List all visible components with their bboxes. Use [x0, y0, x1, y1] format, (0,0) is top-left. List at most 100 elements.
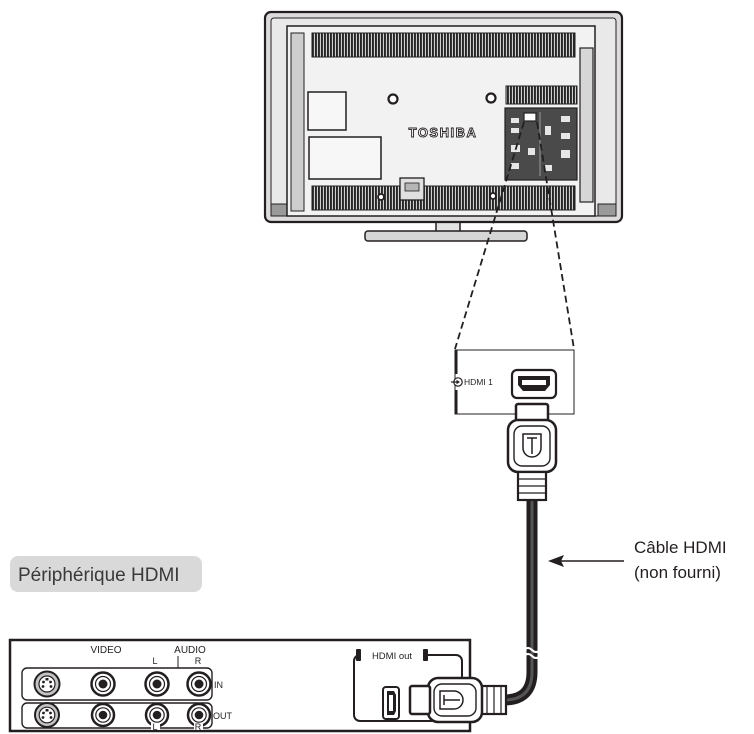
- hdmi-port-slot: [522, 380, 546, 385]
- plug-body-inner: [513, 425, 551, 467]
- s-video-pin: [49, 685, 53, 688]
- tv-bottom-vent: [311, 185, 576, 211]
- s-video-pin: [49, 716, 53, 719]
- tv-connector-port: [545, 126, 551, 135]
- audio-left-in-jack-icon: [144, 671, 170, 697]
- label-notch: [194, 723, 203, 730]
- hdmi-out-label: HDMI out: [372, 651, 412, 662]
- cable-wire: [503, 500, 538, 706]
- tv-connector-port: [511, 163, 519, 169]
- audio-label: AUDIO: [174, 645, 206, 656]
- cable-label-line1: Câble HDMI: [634, 538, 727, 557]
- tv-connector-panel: [504, 107, 578, 181]
- wall-mount-screw-icon: [387, 93, 399, 105]
- tv-left-strip: [290, 32, 305, 212]
- tv-top-vent: [311, 32, 576, 58]
- hdmi-out-label-bracket-right: [423, 649, 428, 661]
- tv-connector-port: [545, 165, 552, 171]
- out-label: OUT: [213, 711, 233, 721]
- input-icon-arrowhead: [456, 379, 460, 385]
- hdmi-out-label-bg: [360, 648, 424, 661]
- s-video-key: [45, 709, 49, 712]
- video-out-jack-icon: [90, 702, 116, 728]
- tv-stand-bracket: [399, 177, 425, 201]
- cable-label-line2: (non fourni): [634, 563, 721, 582]
- hdmi-cable: [408, 402, 558, 724]
- tv-side-vent: [505, 85, 578, 105]
- s-video-pin: [41, 716, 45, 719]
- rca-jack-center: [194, 679, 204, 689]
- audio-right-in-jack-icon: [186, 671, 212, 697]
- tv-connector-port: [511, 118, 519, 123]
- s-video-out-jack-icon: [34, 702, 60, 728]
- hdmi1-port-label: HDMI 1: [464, 377, 493, 387]
- audio-right-label-top: R: [195, 656, 202, 666]
- input-jack-panel: [21, 667, 213, 701]
- s-video-in-jack-icon: [33, 670, 61, 698]
- cable-break-mark: [523, 653, 541, 659]
- rca-jack-ring: [148, 675, 166, 693]
- tv-stand-bracket-slot: [404, 182, 420, 192]
- device-hdmi-port-icon: [382, 686, 400, 720]
- s-video-jack-inner: [38, 706, 56, 724]
- wall-mount-screw-icon: [485, 92, 497, 104]
- tv-connector-port: [561, 150, 570, 158]
- tv-connector-port: [561, 133, 570, 139]
- audio-right-label-bottom: R: [195, 722, 202, 732]
- tv-brand-logo: TOSHIBA: [409, 125, 478, 140]
- tv-connector-port: [561, 116, 570, 122]
- s-video-pin: [49, 680, 52, 684]
- plug-body-inner: [433, 683, 477, 717]
- hdmi-device: Périphérique HDMI VIDEO AUDIO L R: [8, 556, 472, 733]
- device-title-badge: [10, 556, 202, 592]
- tv-label-plate: [307, 91, 347, 131]
- s-video-pin: [42, 680, 45, 684]
- plug-strain-relief: [478, 684, 508, 716]
- output-jack-panel: [21, 702, 213, 729]
- audio-left-label-bottom: L: [152, 722, 157, 732]
- callout-guide-line-right: [536, 121, 575, 350]
- rca-jack-ring: [149, 707, 165, 723]
- rca-jack-ring: [190, 675, 208, 693]
- hdmi-logo-shape: [439, 690, 464, 710]
- label-notch: [151, 723, 160, 730]
- hdmi-logo-icon: [439, 690, 464, 710]
- s-video-pin: [41, 685, 45, 688]
- plug-tip: [408, 684, 432, 716]
- hdmi1-port-callout: HDMI 1: [451, 349, 575, 415]
- input-icon: [451, 377, 463, 387]
- s-video-key: [45, 678, 49, 681]
- rca-jack-center: [98, 679, 108, 689]
- tv-cover-plate: [308, 136, 382, 180]
- callout-guide-line-left: [454, 121, 525, 350]
- hdmi-out-label-bracket-left: [356, 649, 361, 661]
- rca-jack-center: [152, 679, 162, 689]
- tv-right-strip: [579, 47, 594, 203]
- wall-mount-screw-icon: [489, 192, 497, 200]
- s-video-pin: [42, 711, 45, 715]
- cable-annotation: Câble HDMI (non fourni): [548, 538, 727, 582]
- device-title: Périphérique HDMI: [18, 565, 180, 586]
- hdmi-logo-shape: [522, 433, 542, 458]
- hdmi-plug-device-side: [408, 676, 508, 724]
- cable-wire-highlight: [503, 500, 534, 702]
- rca-jack-center: [194, 710, 204, 720]
- hdmi-logo-icon: [522, 433, 542, 458]
- tv-hdmi1-port-highlight: [523, 112, 537, 122]
- rca-jack-center: [98, 710, 108, 720]
- rca-jack-ring: [94, 675, 112, 693]
- wall-mount-screw-icon: [377, 193, 385, 201]
- device-hdmi-port-slot: [389, 695, 393, 711]
- cable-break-mark: [523, 647, 541, 653]
- tv-stand-base: [364, 230, 528, 242]
- tv-connector-port: [511, 128, 519, 133]
- annotation-arrowhead-icon: [548, 555, 564, 567]
- hdmi-port-icon: [510, 368, 558, 400]
- rca-jack-ring: [191, 707, 207, 723]
- video-label: VIDEO: [90, 645, 121, 656]
- hdmi-plug-tv-side: [506, 402, 558, 502]
- audio-left-label-top: L: [152, 656, 157, 666]
- video-in-jack-icon: [90, 671, 116, 697]
- tv-foot-right: [597, 203, 617, 217]
